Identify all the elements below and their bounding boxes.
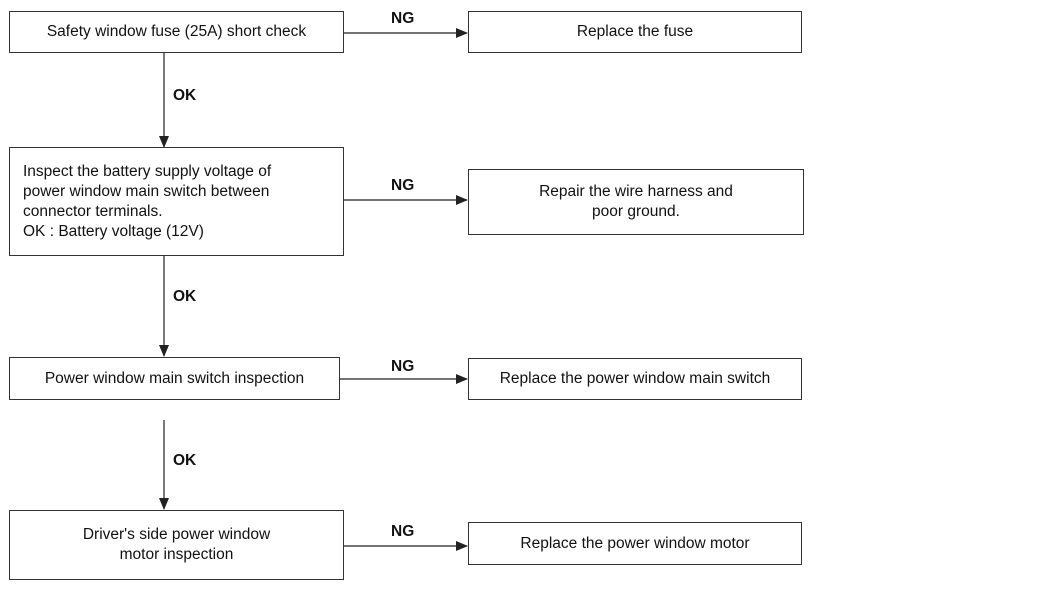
- check-box-fuse: Safety window fuse (25A) short check: [9, 11, 344, 53]
- ng-label-2: NG: [391, 177, 415, 194]
- action-text-3: Replace the power window main switch: [499, 370, 771, 387]
- check-box-motor: Driver's side power window motor inspect…: [9, 510, 344, 580]
- ok-label-3: OK: [173, 452, 197, 469]
- check-text-2: Inspect the battery supply voltage of po…: [23, 162, 272, 240]
- ng-label-3: NG: [391, 358, 415, 375]
- action-text-2: Repair the wire harness and poor ground.: [539, 183, 733, 220]
- action-text-4: Replace the power window motor: [520, 534, 750, 552]
- action-box-replace-main-switch: Replace the power window main switch: [468, 358, 802, 400]
- check-text-4: Driver's side power window motor inspect…: [82, 526, 271, 563]
- ok-label-1: OK: [173, 87, 197, 104]
- check-box-main-switch: Power window main switch inspection: [9, 357, 340, 400]
- ng-label-1: NG: [391, 10, 415, 27]
- ng-label-4: NG: [391, 523, 415, 540]
- check-box-battery-voltage: Inspect the battery supply voltage of po…: [9, 147, 344, 256]
- action-box-replace-fuse: Replace the fuse: [468, 11, 802, 53]
- action-box-replace-motor: Replace the power window motor: [468, 522, 802, 565]
- check-text-3: Power window main switch inspection: [44, 369, 305, 387]
- ok-label-2: OK: [173, 288, 197, 305]
- action-box-repair-harness: Repair the wire harness and poor ground.: [468, 169, 804, 235]
- check-text-1: Safety window fuse (25A) short check: [46, 23, 307, 40]
- action-text-1: Replace the fuse: [576, 23, 694, 40]
